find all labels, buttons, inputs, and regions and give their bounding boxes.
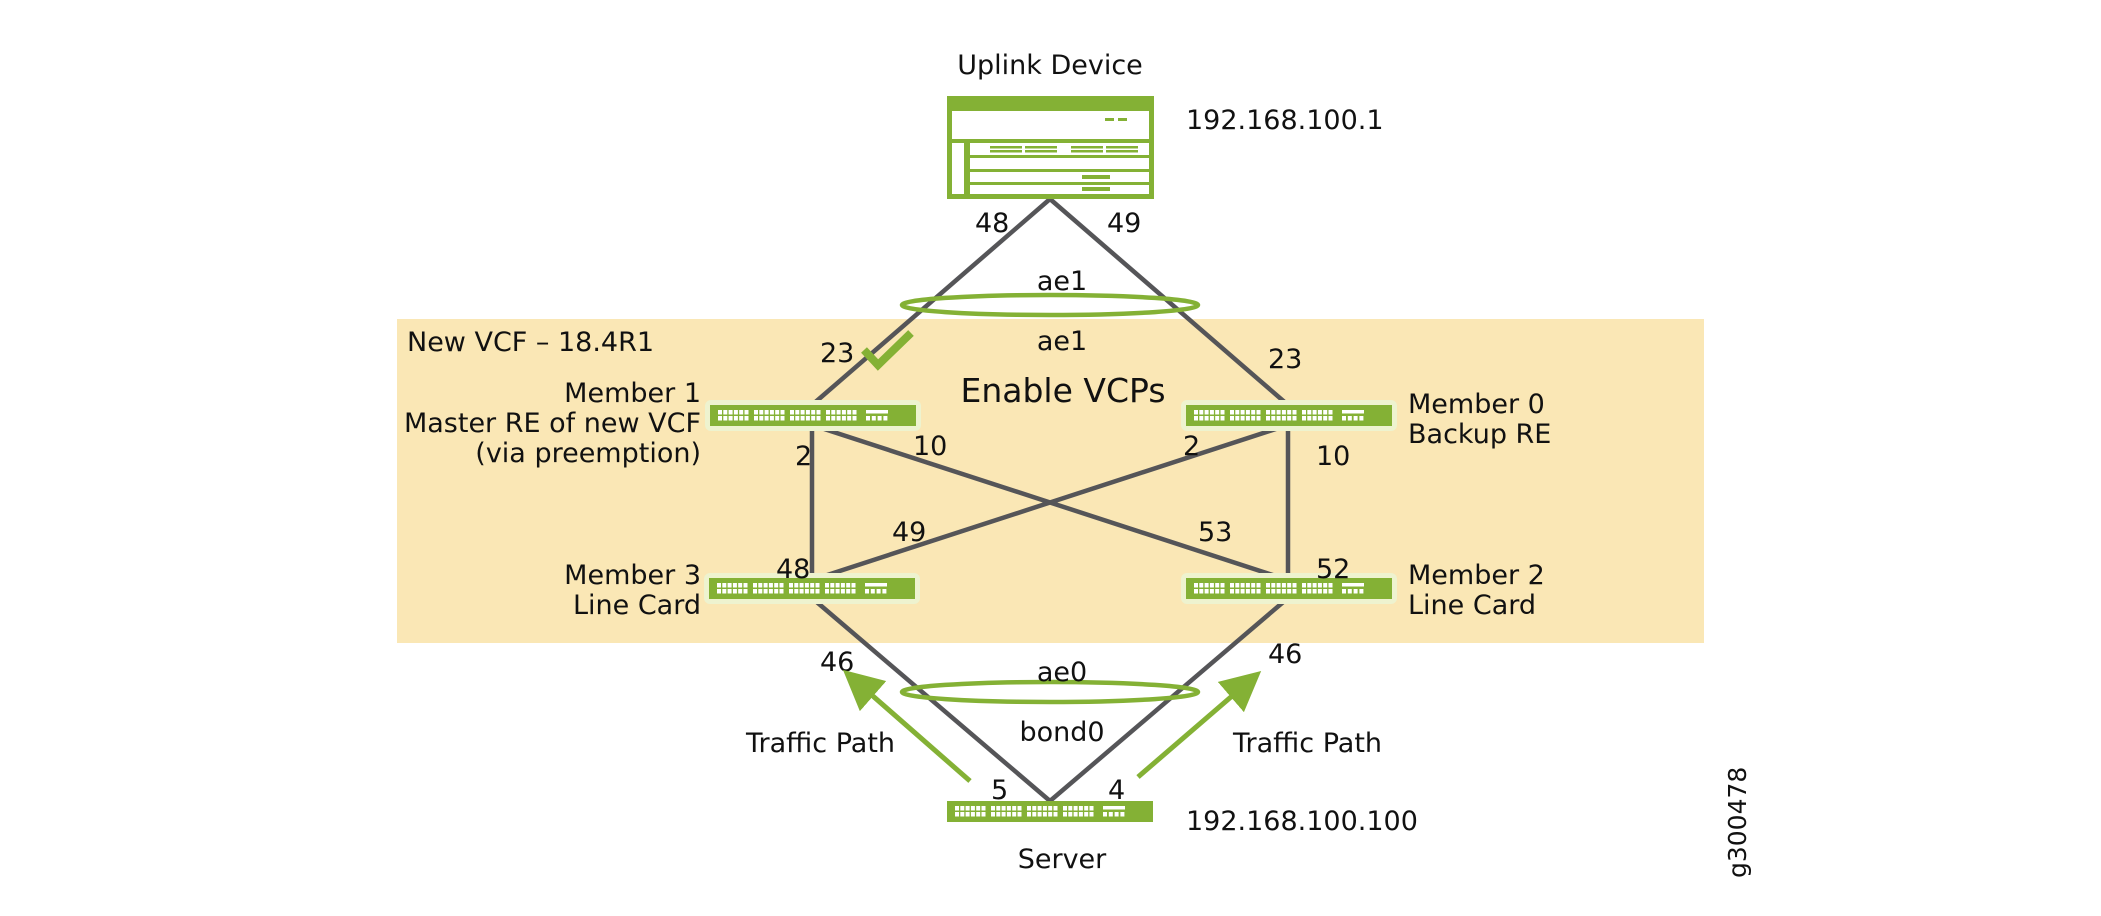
lag-ae0-label: ae0 — [1037, 657, 1087, 688]
lag-bond0-label: bond0 — [1019, 717, 1104, 748]
member2-port-52: 52 — [1316, 554, 1350, 585]
member0-role: Backup RE — [1408, 419, 1551, 450]
traffic-path-label-left: Traffic Path — [745, 728, 895, 759]
member3-name: Member 3 — [564, 560, 701, 591]
lag-ae0-ellipse — [899, 679, 1201, 705]
links — [809, 197, 1291, 803]
member3-port-48: 48 — [776, 554, 810, 585]
lag-ae1-ellipse — [899, 292, 1201, 318]
member3-role: Line Card — [573, 590, 701, 621]
checkmark-icon — [861, 330, 914, 371]
member2-port-53: 53 — [1198, 517, 1232, 548]
member1-port-2: 2 — [795, 441, 812, 472]
uplink-device-icon[interactable] — [947, 96, 1154, 199]
traffic-path-label-right: Traffic Path — [1232, 728, 1382, 759]
member1-role: Master RE of new VCF — [404, 408, 701, 439]
link-member0-member3 — [811, 422, 1289, 583]
member1-note: (via preemption) — [475, 438, 701, 469]
server-port-5: 5 — [991, 775, 1008, 806]
member1-switch-icon[interactable] — [705, 400, 921, 431]
link-uplink-member0 — [1048, 197, 1290, 407]
server-label: Server — [1018, 844, 1107, 875]
member3-switch-icon[interactable] — [704, 573, 920, 604]
member2-switch-icon[interactable] — [1181, 573, 1397, 604]
server-port-4: 4 — [1108, 775, 1125, 806]
enable-vcps-label: Enable VCPs — [960, 371, 1165, 410]
member1-name: Member 1 — [564, 378, 701, 409]
uplink-port-49: 49 — [1107, 208, 1141, 239]
member1-port-23: 23 — [820, 338, 854, 369]
uplink-device-ip: 192.168.100.1 — [1186, 105, 1384, 136]
vcf-region — [397, 319, 1704, 643]
member0-port-10: 10 — [1316, 441, 1350, 472]
traffic-path-arrow-right — [1136, 670, 1262, 779]
server-ip: 192.168.100.100 — [1186, 806, 1418, 837]
uplink-device-title: Uplink Device — [957, 50, 1143, 81]
member3-port-46: 46 — [820, 647, 854, 678]
member2-name: Member 2 — [1408, 560, 1545, 591]
member3-port-49: 49 — [892, 517, 926, 548]
member0-switch-icon[interactable] — [1181, 400, 1397, 431]
vcf-region-title: New VCF – 18.4R1 — [407, 327, 654, 358]
member1-port-10: 10 — [913, 431, 947, 462]
lag-ae1-lower-label: ae1 — [1037, 326, 1087, 357]
member0-port-23: 23 — [1268, 344, 1302, 375]
uplink-port-48: 48 — [975, 208, 1009, 239]
figure-id: g300478 — [1723, 767, 1752, 878]
member0-name: Member 0 — [1408, 389, 1545, 420]
link-uplink-member1 — [810, 197, 1052, 407]
traffic-path-arrow-left — [842, 669, 972, 783]
member0-port-2: 2 — [1183, 431, 1200, 462]
member2-role: Line Card — [1408, 590, 1536, 621]
member2-port-46: 46 — [1268, 639, 1302, 670]
server-switch-icon[interactable] — [947, 801, 1153, 822]
lag-ae1-upper-label: ae1 — [1037, 266, 1087, 297]
